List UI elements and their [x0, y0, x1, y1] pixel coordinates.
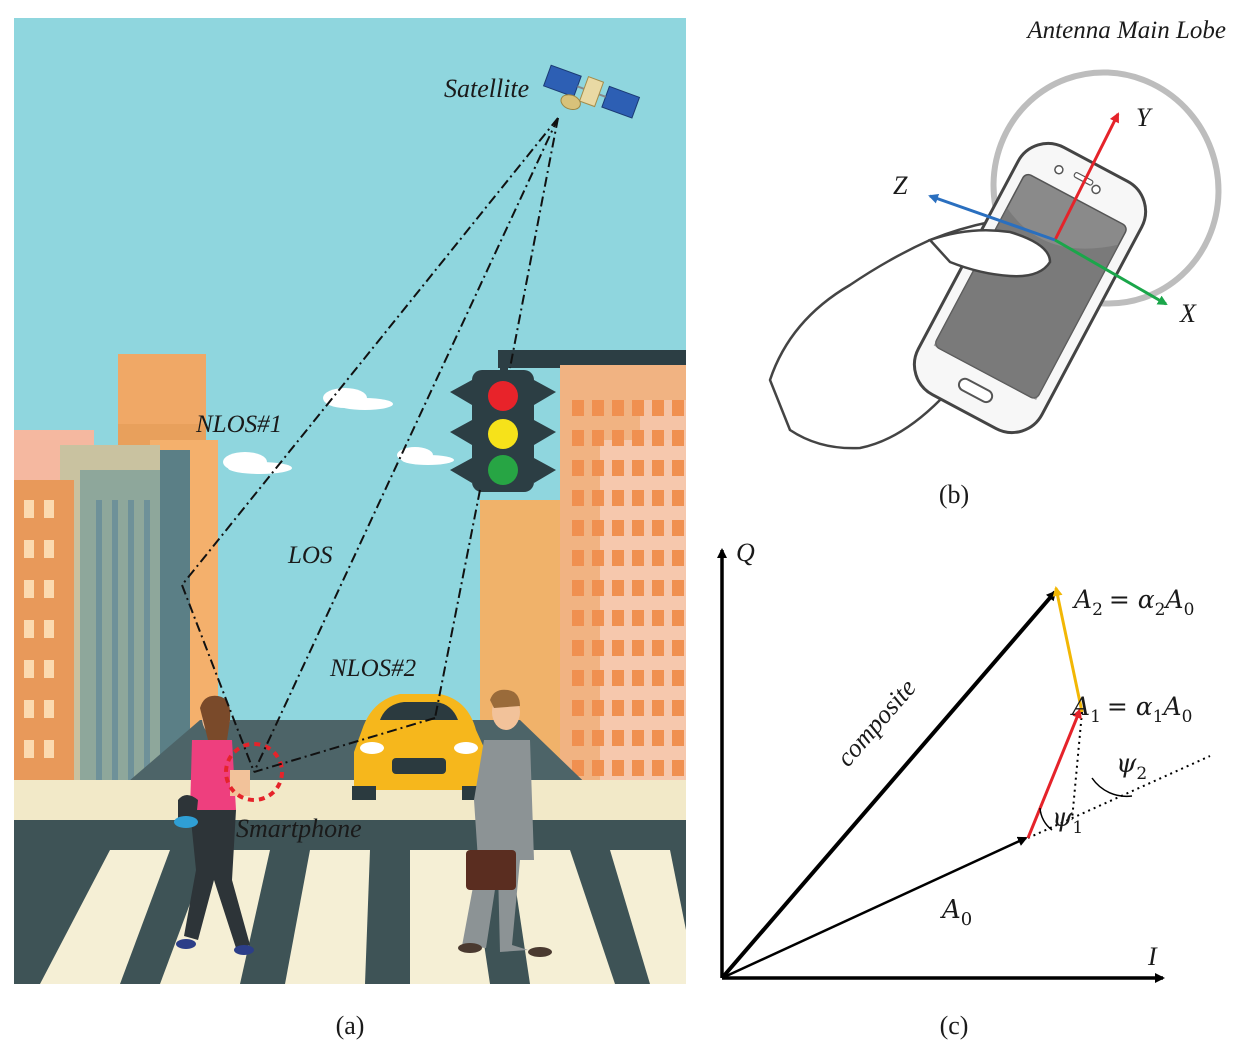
- a1-equation: A1= α1A0: [1070, 692, 1192, 727]
- left-stripes: [96, 500, 150, 840]
- nlos1-path-reflected: [181, 584, 255, 773]
- i-axis-label: I: [1147, 942, 1158, 971]
- caption-b: (b): [939, 480, 969, 509]
- psi2-label: ψ2: [1116, 749, 1147, 784]
- satellite-icon: [542, 64, 641, 119]
- caption-a: (a): [336, 1011, 365, 1040]
- smartphone-highlight: [224, 742, 284, 802]
- a2-equation: A2= α2A0: [1072, 585, 1194, 620]
- caption-c: (c): [940, 1011, 969, 1040]
- left-windows: [24, 500, 54, 758]
- psi2-arc: [1091, 777, 1133, 798]
- satellite-label: Satellite: [444, 74, 529, 103]
- smartphone-body: [912, 142, 1148, 434]
- panel-c-phasor: Q I composite A0 A1= α1A0 A2= α2A0 ψ1 ψ2…: [717, 538, 1211, 1040]
- antenna-lobe-title: Antenna Main Lobe: [1025, 17, 1226, 44]
- thumb-outline: [927, 228, 1052, 278]
- a0-label: A0: [940, 895, 972, 930]
- los-path: [253, 117, 559, 773]
- right-windows: [572, 400, 684, 776]
- psi1-arc: [1039, 807, 1053, 831]
- woman-pedestrian: [174, 695, 254, 955]
- nlos2-path-reflected: [253, 717, 436, 773]
- composite-vector: [720, 590, 1057, 980]
- q-axis-label: Q: [736, 538, 755, 567]
- z-axis-arrow: [928, 193, 1056, 242]
- a1-vector: [1026, 708, 1082, 839]
- nlos2-label: NLOS#2: [329, 655, 416, 682]
- panel-b-phone: Antenna Main Lobe Y Z X (b): [768, 17, 1226, 509]
- signal-paths: [181, 117, 559, 773]
- yellow-car: [352, 694, 486, 800]
- psi1-label: ψ1: [1052, 803, 1083, 838]
- y-axis-arrow: [1053, 112, 1120, 241]
- x-axis-label: X: [1179, 299, 1197, 328]
- nlos2-path-incoming: [509, 117, 559, 369]
- x-axis-arrow: [1054, 238, 1168, 306]
- smartphone-label: Smartphone: [236, 814, 362, 843]
- los-label: LOS: [287, 542, 333, 569]
- z-axis-label: Z: [893, 171, 908, 200]
- composite-label: composite: [831, 673, 922, 772]
- man-pedestrian: [458, 689, 552, 957]
- a0-vector: [721, 836, 1028, 980]
- nlos1-label: NLOS#1: [195, 411, 282, 438]
- traffic-light: [450, 355, 686, 492]
- clouds: [223, 388, 454, 474]
- panel-a-scene: [14, 18, 686, 984]
- projection-line: [1071, 711, 1083, 821]
- y-axis-label: Y: [1136, 103, 1153, 132]
- a2-vector: [1052, 586, 1084, 713]
